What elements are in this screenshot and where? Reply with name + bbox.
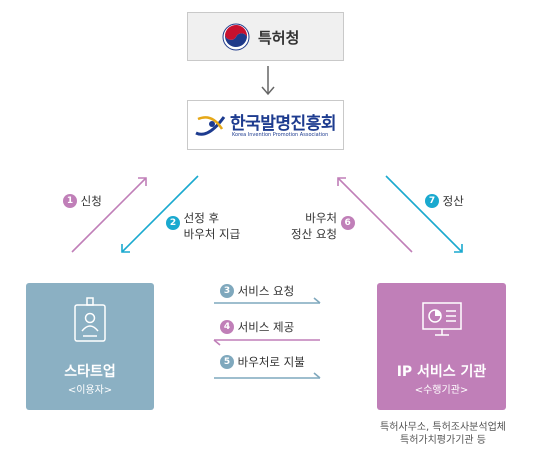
- arrow-voucher-payment-head: [313, 372, 321, 379]
- arrow-service-provide-head: [213, 339, 221, 346]
- step-2-label: 선정 후 바우처 지급: [183, 211, 241, 241]
- step-7: 7 정산: [425, 193, 464, 209]
- step-6: 바우처 정산 요청 6: [291, 210, 355, 242]
- kipo-box: 특허청: [187, 12, 344, 61]
- down-arrow: [261, 66, 275, 96]
- step-6-number: 6: [340, 216, 355, 230]
- step-1-number: 1: [63, 194, 77, 208]
- step-4-number: 4: [220, 320, 234, 334]
- ip-service-title: IP 서비스 기관: [396, 364, 487, 380]
- step-4-label: 서비스 제공: [237, 320, 295, 334]
- arrow-settlement-request: [337, 177, 413, 253]
- startup-subtitle: <이용자>: [67, 385, 113, 396]
- step-7-label: 정산: [442, 194, 464, 208]
- arrow-voucher: [121, 175, 199, 253]
- step-3: 3 서비스 요청: [220, 283, 294, 299]
- step-7-number: 7: [425, 194, 439, 208]
- kaia-name: 한국발명진흥회: [230, 114, 336, 134]
- arrow-apply-head: [138, 177, 147, 186]
- ip-service-box: IP 서비스 기관 <수행기관>: [377, 283, 506, 410]
- presentation-board-icon: [422, 302, 462, 336]
- ip-service-subtitle: <수행기관>: [414, 385, 469, 396]
- arrow-voucher-head: [121, 244, 130, 253]
- kaia-box: 한국발명진흥회 Korea Invention Promotion Associ…: [187, 100, 344, 150]
- step-4: 4 서비스 제공: [220, 319, 294, 335]
- step-1: 1 신청: [63, 193, 102, 209]
- step-3-number: 3: [220, 284, 234, 298]
- step-5-label: 바우처로 지불: [237, 355, 305, 369]
- step-3-label: 서비스 요청: [237, 284, 295, 298]
- arrow-service-request-head: [313, 297, 321, 304]
- kipo-label: 특허청: [258, 29, 300, 47]
- step-6-label: 바우처 정산 요청: [291, 211, 337, 241]
- step-5: 5 바우처로 지불: [220, 354, 305, 370]
- arrow-apply: [71, 177, 147, 253]
- step-2: 2 선정 후 바우처 지급: [166, 210, 240, 242]
- startup-title: 스타트업: [64, 364, 116, 380]
- startup-box: 스타트업 <이용자>: [26, 283, 154, 410]
- arrow-settlement: [385, 175, 463, 253]
- id-badge-icon: [74, 297, 106, 342]
- step-1-label: 신청: [80, 194, 102, 208]
- korea-government-logo-icon: [222, 23, 250, 51]
- arrow-settlement-request-head: [337, 177, 346, 186]
- kaia-name-en: Korea Invention Promotion Association: [232, 132, 329, 138]
- arrow-settlement-head: [454, 244, 463, 253]
- step-2-number: 2: [166, 216, 180, 230]
- kaia-emblem-icon: [195, 116, 226, 136]
- ip-service-caption: 특허사무소, 특허조사분석업체 특허가치평가기관 등: [380, 422, 506, 446]
- step-5-number: 5: [220, 355, 234, 369]
